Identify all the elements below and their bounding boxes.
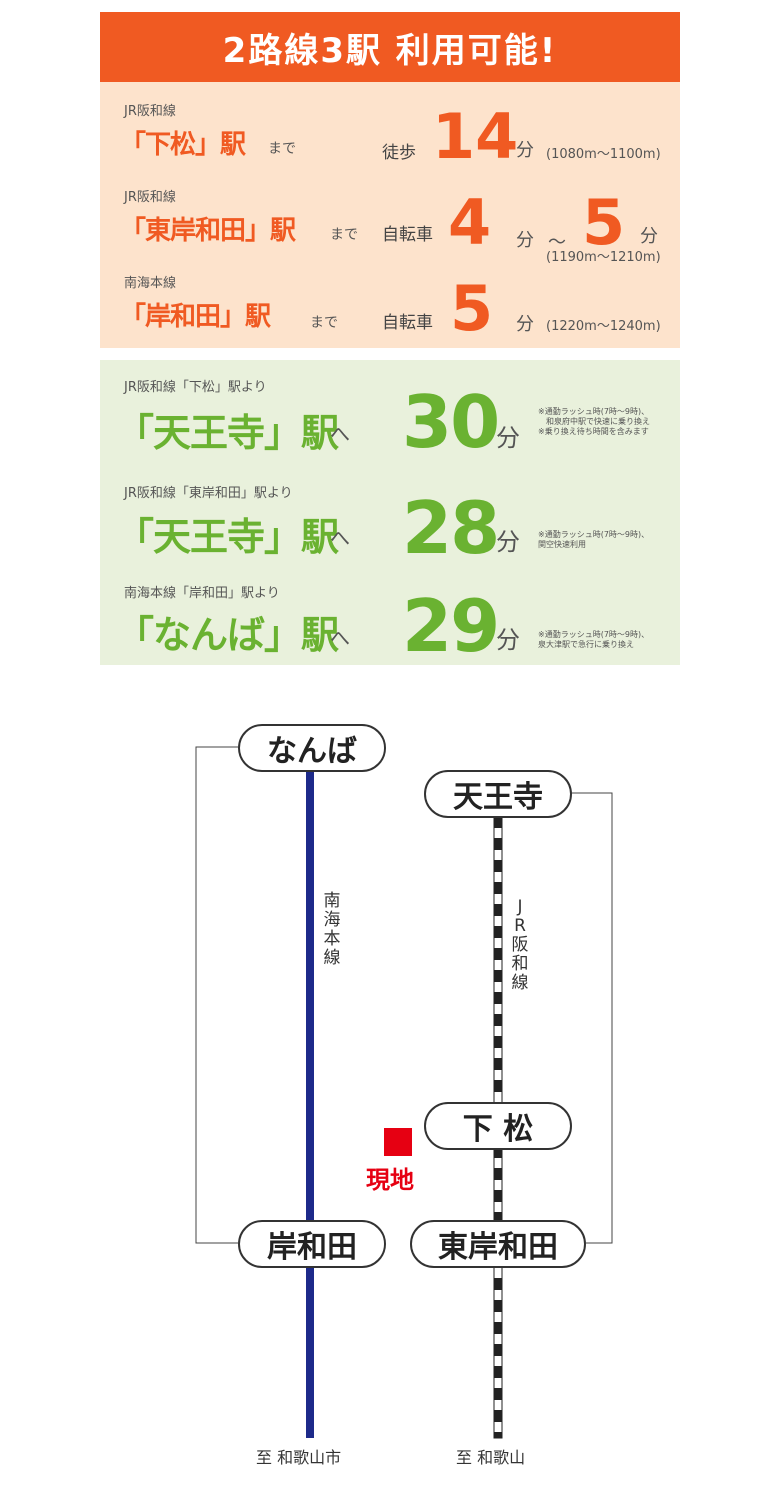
destination-right: 至 和歌山 [456,1448,526,1467]
commute-section [100,360,680,665]
minute-unit: 分 [496,528,520,556]
page-title: 2路線3駅 利用可能! [100,12,680,82]
made-label: まで [268,141,296,157]
left-connector [195,746,238,1244]
access-section [100,82,680,348]
distance-text: (1080m〜1100m) [546,147,661,162]
line-name: JR阪和線 [124,190,176,205]
minutes-max-value: 5 [582,186,626,259]
distance-text: (1190m〜1210m) [546,250,661,265]
station-name: 「東岸和田」駅 [120,216,296,246]
mode-label: 自転車 [382,313,433,333]
he-label: へ [330,422,350,446]
nankai-line [306,770,314,1438]
from-station: JR阪和線「下松」駅より [124,380,267,395]
made-label: まで [330,227,358,243]
destination-station: 「天王寺」駅 [116,411,339,455]
minute-unit: 分 [516,314,534,335]
minutes-value: 5 [450,272,494,345]
station-name: 「下松」駅 [120,130,246,160]
commute-note: ※通勤ラッシュ時(7時〜9時)、 和泉府中駅で快速に乗り換え※乗り換え待ち時間を… [538,407,650,436]
line-name: 南海本線 [124,276,177,291]
he-label: へ [330,526,350,550]
site-marker [384,1128,412,1156]
destination-station: 「なんば」駅 [116,613,339,657]
from-station: JR阪和線「東岸和田」駅より [124,486,293,501]
mode-label: 自転車 [382,225,433,245]
tilde-mark: 〜 [548,232,566,253]
station-name: 「岸和田」駅 [120,302,271,332]
commute-minutes: 29 [402,584,500,668]
commute-note: ※通勤ラッシュ時(7時〜9時)、泉大津駅で急行に乗り換え [538,630,650,649]
distance-text: (1220m〜1240m) [546,319,661,334]
station-shimomatsu: 下 松 [424,1102,572,1150]
line-name: JR阪和線 [124,104,176,119]
minutes-min-value: 4 [448,186,492,259]
he-label: へ [330,626,350,650]
nankai-line-label: 南海本線 [323,891,341,968]
commute-note: ※通勤ラッシュ時(7時〜9時)、関空快速利用 [538,530,650,549]
minutes-value: 14 [432,100,519,173]
minute-unit: 分 [516,230,534,251]
minute-unit: 分 [640,226,658,247]
destination-left: 至 和歌山市 [256,1448,342,1467]
station-namba: なんば [238,724,386,772]
right-connector [570,792,613,1244]
made-label: まで [310,315,338,331]
from-station: 南海本線「岸和田」駅より [124,586,280,601]
destination-station: 「天王寺」駅 [116,515,339,559]
commute-minutes: 28 [402,486,500,570]
minute-unit: 分 [516,140,534,161]
minute-unit: 分 [496,626,520,654]
station-higashikishiwada: 東岸和田 [410,1220,586,1268]
station-kishiwada: 岸和田 [238,1220,386,1268]
station-tennoji: 天王寺 [424,770,572,818]
site-label: 現地 [366,1166,414,1194]
mode-label: 徒歩 [382,143,416,163]
minute-unit: 分 [496,424,520,452]
commute-minutes: 30 [402,380,500,464]
